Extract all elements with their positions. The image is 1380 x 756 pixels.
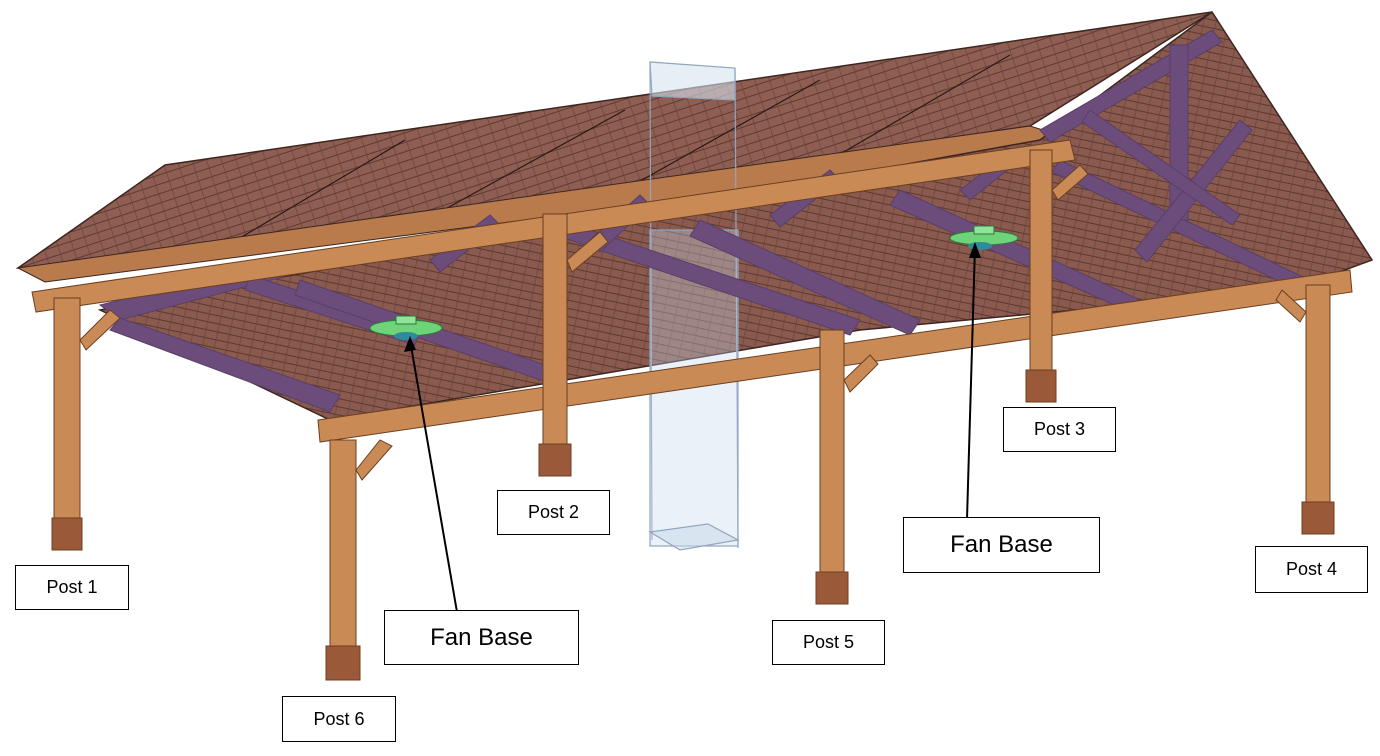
fan-base-left-arrow <box>409 339 458 613</box>
post-3-label: Post 3 <box>1003 407 1116 452</box>
fan-base-right-arrowhead <box>969 242 981 258</box>
post-1-label: Post 1 <box>15 565 129 610</box>
post-2-label: Post 2 <box>497 490 610 535</box>
fan-base-right-label: Fan Base <box>903 517 1100 573</box>
post-6-label: Post 6 <box>282 696 396 742</box>
fan-base-right-arrow <box>966 245 976 520</box>
fan-base-left-arrowhead <box>404 336 416 352</box>
knee-braces <box>79 164 1307 481</box>
post-5-label: Post 5 <box>772 620 885 665</box>
fan-base-left-label: Fan Base <box>384 610 579 665</box>
post-4-label: Post 4 <box>1255 546 1368 593</box>
fan-base-left <box>369 315 443 340</box>
posts <box>51 149 1335 681</box>
